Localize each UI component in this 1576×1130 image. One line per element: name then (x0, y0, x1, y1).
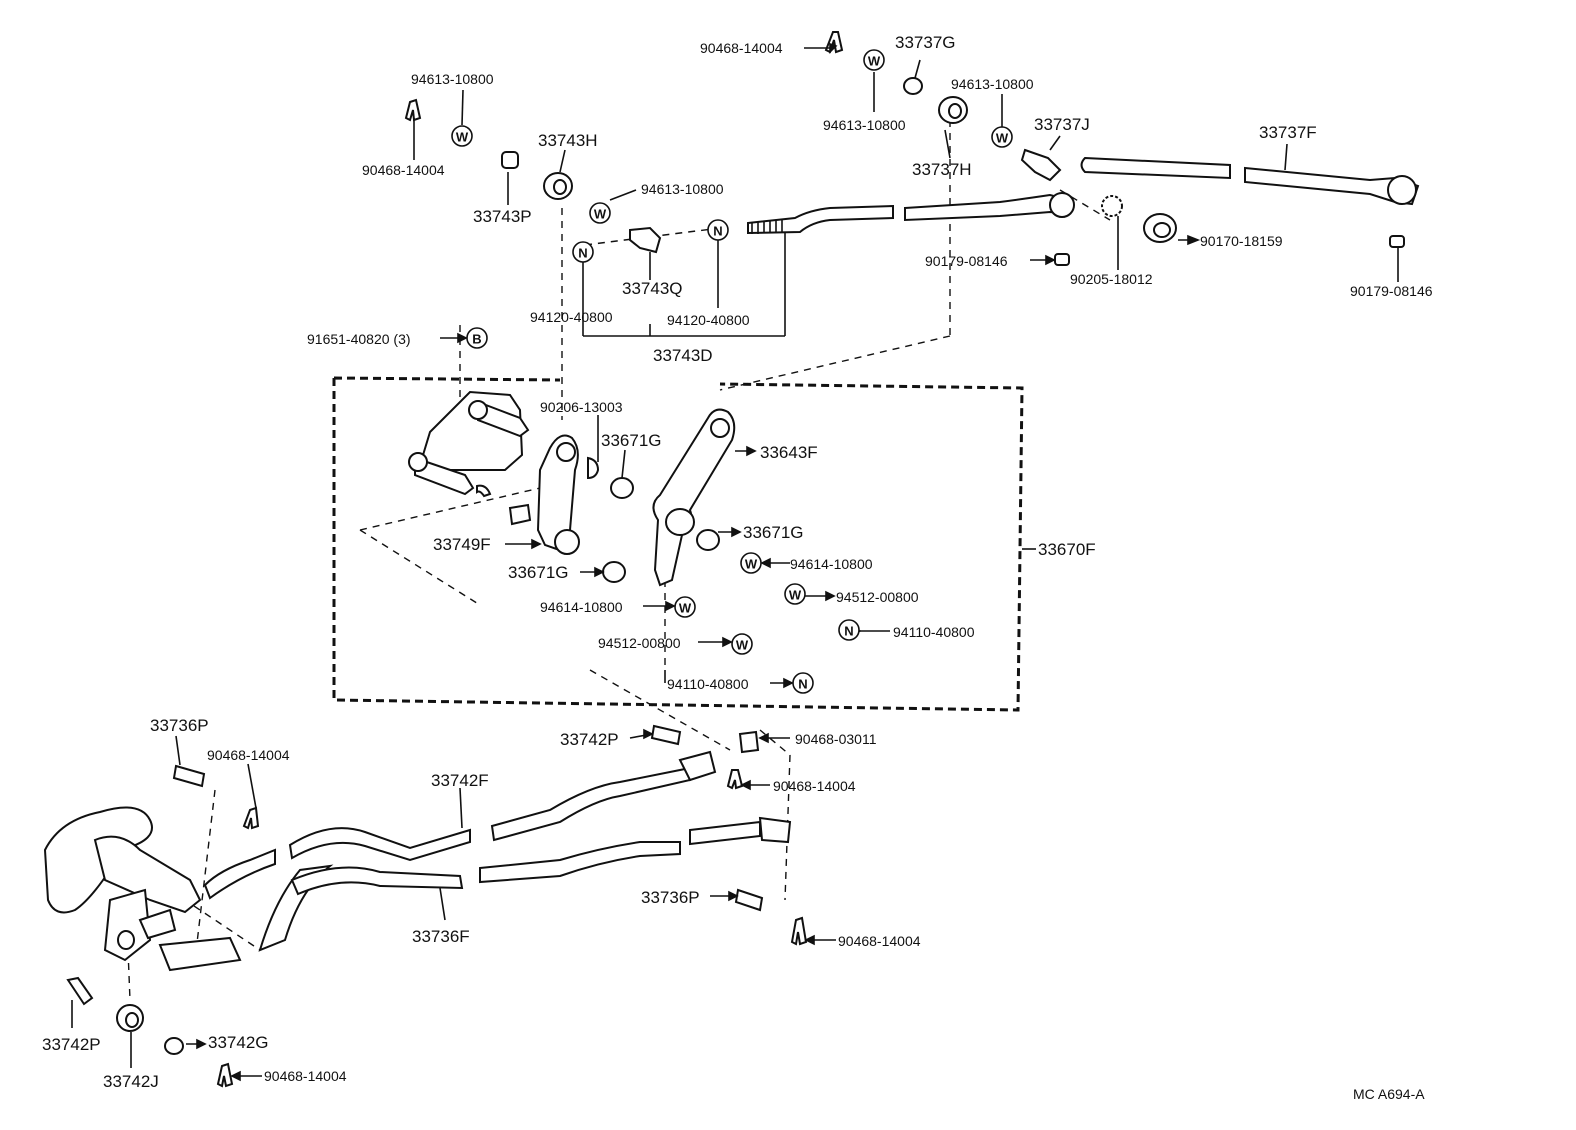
nut-90179-08146 (1054, 253, 1070, 266)
bolt-33742P (650, 724, 682, 746)
nut-symbol: N (707, 219, 729, 241)
label-33742F: 33742F (431, 771, 489, 790)
label-33742G: 33742G (208, 1033, 269, 1052)
washer-symbol: W (674, 596, 696, 618)
bushing-33737G (903, 77, 923, 95)
label-90170-18159: 90170-18159 (1200, 233, 1283, 249)
label-90468-03011: 90468-03011 (795, 731, 877, 747)
washer-symbol: W (589, 202, 611, 224)
label-90468-14004: 90468-14004 (838, 933, 921, 949)
nut-symbol: N (572, 241, 594, 263)
label-94613-10800: 94613-10800 (951, 76, 1034, 92)
label-91651-40820: 91651-40820 (3) (307, 331, 411, 347)
bushing-33742G (164, 1037, 184, 1055)
label-90468-14004: 90468-14004 (362, 162, 445, 178)
washer-symbol: W (740, 552, 762, 574)
washer-symbol: W (451, 125, 473, 147)
label-94512-00800: 94512-00800 (598, 635, 681, 651)
svg-text:W: W (868, 54, 881, 69)
label-33737G: 33737G (895, 33, 956, 52)
label-33742J: 33742J (103, 1072, 159, 1091)
nut-symbol: N (792, 672, 814, 694)
svg-text:W: W (996, 131, 1009, 146)
svg-text:W: W (594, 207, 607, 222)
reference-code: MC A694-A (1353, 1086, 1425, 1102)
label-94512-00800: 94512-00800 (836, 589, 919, 605)
washer-symbol: W (863, 49, 885, 71)
svg-text:N: N (578, 246, 587, 261)
label-33737F: 33737F (1259, 123, 1317, 142)
label-94614-10800: 94614-10800 (540, 599, 623, 615)
label-90205-18012: 90205-18012 (1070, 271, 1153, 287)
svg-text:N: N (713, 224, 722, 239)
label-33736P: 33736P (150, 716, 209, 735)
label-33671G: 33671G (508, 563, 569, 582)
svg-text:N: N (798, 677, 807, 692)
rod-33743D (747, 204, 894, 235)
ball-joint-33737J (1020, 148, 1062, 182)
nut-symbol: N (838, 619, 860, 641)
bushing-33671G-c (602, 561, 626, 583)
washer-symbol: W (731, 633, 753, 655)
label-90206-13003: 90206-13003 (540, 399, 623, 415)
label-94613-10800: 94613-10800 (823, 117, 906, 133)
label-94110-40800: 94110-40800 (667, 676, 749, 692)
label-33671G: 33671G (743, 523, 804, 542)
label-94120-40800: 94120-40800 (667, 312, 750, 328)
bushing-33671G-a (610, 477, 634, 499)
label-90468-14004: 90468-14004 (264, 1068, 347, 1084)
subassembly-box (332, 376, 1024, 712)
washer-symbol: W (991, 126, 1013, 148)
rod-33737F (1080, 156, 1231, 180)
label-90179-08146: 90179-08146 (1350, 283, 1433, 299)
label-33643F: 33643F (760, 443, 818, 462)
svg-text:N: N (844, 624, 853, 639)
rod-33736F (258, 864, 334, 952)
svg-text:W: W (456, 130, 469, 145)
label-33743P: 33743P (473, 207, 532, 226)
svg-text:B: B (472, 332, 481, 347)
shift-housing (43, 806, 153, 914)
label-90179-08146: 90179-08146 (925, 253, 1008, 269)
lock-washer (1101, 195, 1123, 217)
label-94613-10800: 94613-10800 (641, 181, 724, 197)
label-33743Q: 33743Q (622, 279, 683, 298)
label-33749F: 33749F (433, 535, 491, 554)
label-90468-14004: 90468-14004 (207, 747, 290, 763)
bushing-33671G-b (696, 529, 720, 551)
rod-33742F (203, 848, 276, 900)
label-33736F: 33736F (412, 927, 470, 946)
svg-text:W: W (745, 557, 758, 572)
label-33743H: 33743H (538, 131, 598, 150)
label-33742P: 33742P (42, 1035, 101, 1054)
label-94614-10800: 94614-10800 (790, 556, 873, 572)
label-33736P: 33736P (641, 888, 700, 907)
label-33671G: 33671G (601, 431, 662, 450)
clip-left (404, 98, 422, 122)
bolt-33736P-a (172, 764, 206, 788)
bolt-33736P-b (734, 888, 764, 912)
rod-33743D-end (904, 193, 1072, 222)
label-90468-14004: 90468-14004 (773, 778, 856, 794)
bushing-33743P (501, 151, 519, 169)
label-33743D: 33743D (653, 346, 713, 365)
label-94110-40800: 94110-40800 (893, 624, 975, 640)
svg-text:W: W (789, 588, 802, 603)
label-33670F: 33670F (1038, 540, 1096, 559)
label-33737J: 33737J (1034, 115, 1090, 134)
label-94613-10800: 94613-10800 (411, 71, 494, 87)
label-33742P: 33742P (560, 730, 619, 749)
link-33743Q (629, 226, 662, 254)
bolt-33742P-b (66, 976, 94, 1006)
label-94120-40800: 94120-40800 (530, 309, 613, 325)
label-90468-14004: 90468-14004 (700, 40, 783, 56)
bolt-symbol: B (466, 327, 488, 349)
svg-text:W: W (679, 601, 692, 616)
svg-text:W: W (736, 638, 749, 653)
washer-symbol: W (784, 583, 806, 605)
label-33737H: 33737H (912, 160, 972, 179)
